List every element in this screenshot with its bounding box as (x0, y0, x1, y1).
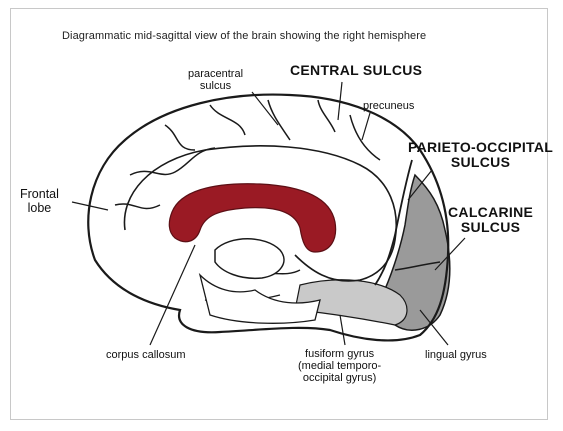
leader-paracentral (252, 92, 278, 125)
leader-corpus-callosum (150, 245, 195, 345)
sulcus-line (350, 115, 380, 160)
paracentral-sulcus-line (268, 100, 290, 140)
label-line: CALCARINE (448, 205, 533, 220)
leader-precuneus (362, 113, 370, 140)
sulcus-line (165, 125, 195, 150)
label-paracentral-sulcus: paracentral sulcus (188, 68, 243, 92)
label-precuneus: precuneus (363, 100, 414, 112)
sulcus-line (210, 105, 245, 135)
label-line: (medial temporo- (298, 360, 381, 372)
thalamus-region (215, 239, 284, 279)
label-line: sulcus (188, 80, 243, 92)
label-calcarine-sulcus: CALCARINE SULCUS (448, 205, 533, 236)
label-line: occipital gyrus) (298, 372, 381, 384)
label-line: SULCUS (448, 220, 533, 235)
label-corpus-callosum: corpus callosum (106, 349, 185, 361)
label-frontal-lobe: Frontal lobe (20, 188, 59, 216)
label-central-sulcus: CENTRAL SULCUS (290, 63, 422, 78)
label-line: fusiform gyrus (298, 348, 381, 360)
central-sulcus-line (318, 100, 335, 132)
label-line: PARIETO-OCCIPITAL (408, 140, 553, 155)
sulcus-line (130, 148, 215, 175)
label-line: lobe (20, 202, 59, 216)
label-fusiform-gyrus: fusiform gyrus (medial temporo- occipita… (298, 348, 381, 384)
leader-fusiform (340, 315, 345, 345)
label-line: paracentral (188, 68, 243, 80)
label-line: SULCUS (408, 155, 553, 170)
label-parieto-occipital-sulcus: PARIETO-OCCIPITAL SULCUS (408, 140, 553, 171)
sulcus-line (115, 204, 160, 209)
label-line: Frontal (20, 188, 59, 202)
label-lingual-gyrus: lingual gyrus (425, 349, 487, 361)
